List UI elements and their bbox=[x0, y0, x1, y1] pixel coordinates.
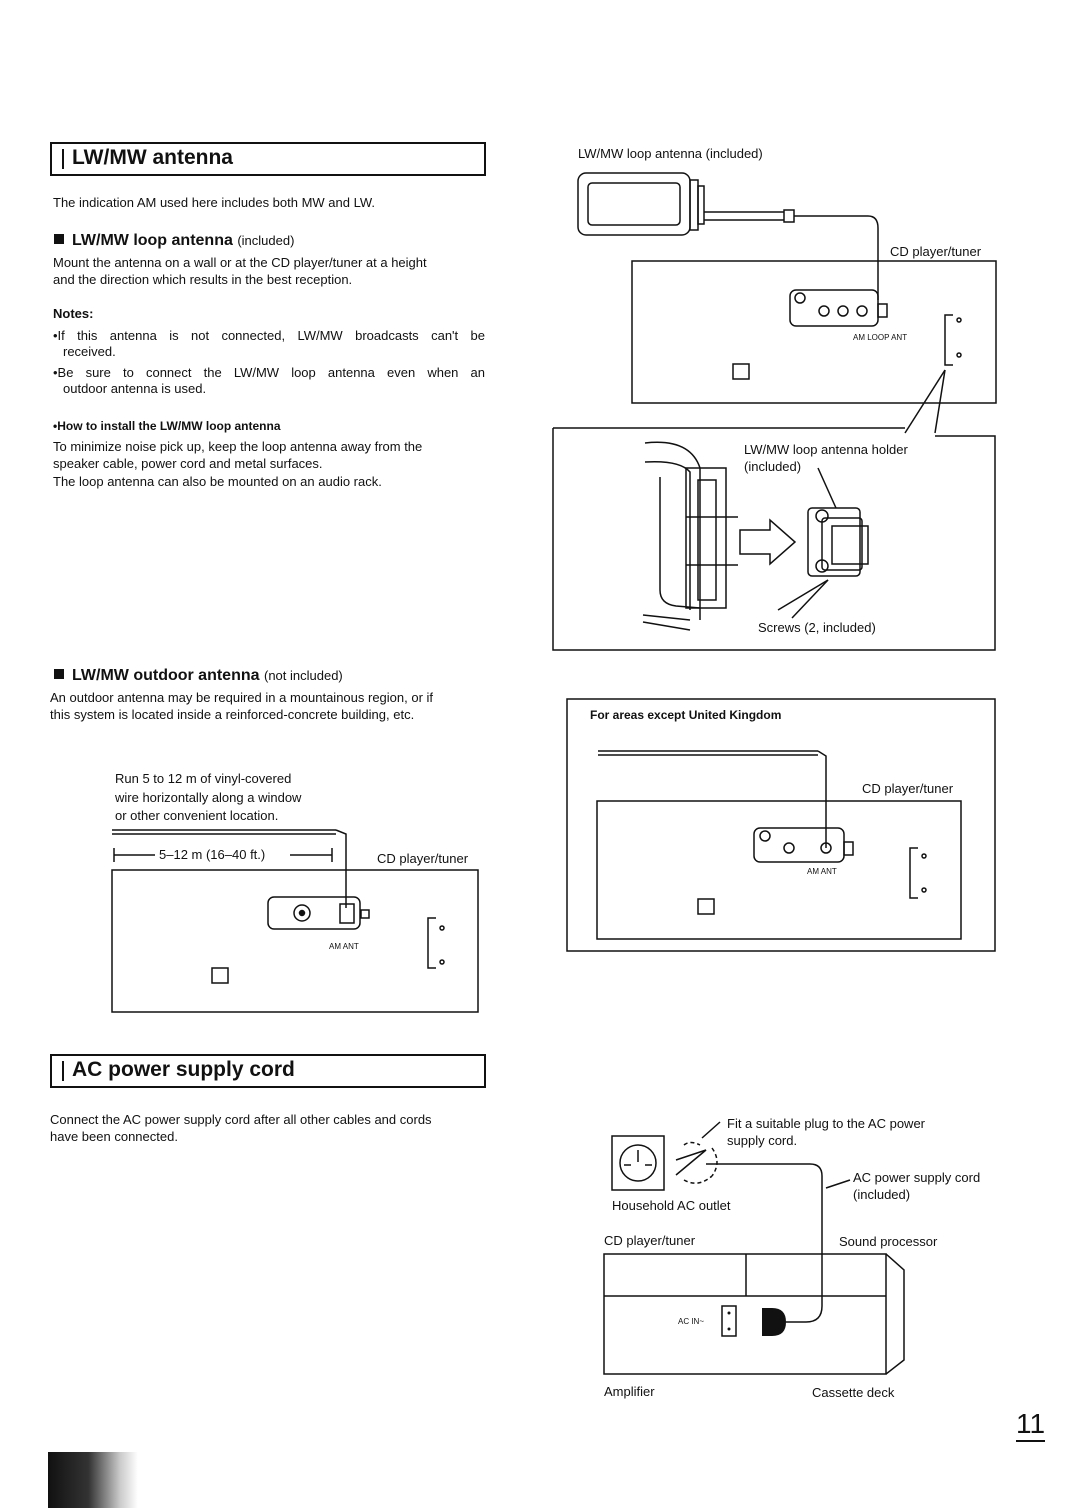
intro-text: The indication AM used here includes bot… bbox=[53, 195, 376, 210]
cord-label-2: (included) bbox=[853, 1187, 911, 1202]
amplifier-label: Amplifier bbox=[604, 1384, 655, 1399]
length-label: 5–12 m (16–40 ft.) bbox=[159, 847, 266, 862]
except-uk-port: AM ANT bbox=[807, 867, 837, 876]
install-line2: speaker cable, power cord and metal surf… bbox=[53, 456, 323, 471]
install-line3: The loop antenna can also be mounted on … bbox=[53, 474, 382, 489]
outdoor-text-1: An outdoor antenna may be required in a … bbox=[50, 690, 434, 705]
cord-label-1: AC power supply cord bbox=[853, 1170, 981, 1185]
ac-text-2: have been connected. bbox=[50, 1129, 178, 1144]
outlet-label: Household AC outlet bbox=[612, 1198, 731, 1213]
holder-label-2: (included) bbox=[744, 459, 802, 474]
run-line3: or other convenient location. bbox=[115, 808, 279, 823]
outdoor-port-label: AM ANT bbox=[329, 942, 359, 951]
section-title: LW/MW antenna bbox=[72, 146, 233, 169]
loop-device-label: CD player/tuner bbox=[890, 244, 982, 259]
outdoor-antenna-heading: LW/MW outdoor antenna (not included) bbox=[54, 667, 343, 685]
except-uk-device: CD player/tuner bbox=[862, 781, 954, 796]
square-bullet-icon bbox=[54, 234, 64, 244]
install-title: •How to install the LW/MW loop antenna bbox=[53, 419, 281, 433]
loop-diagram-title: LW/MW loop antenna (included) bbox=[578, 146, 763, 161]
outdoor-device-label: CD player/tuner bbox=[377, 851, 469, 866]
screws-label: Screws (2, included) bbox=[758, 620, 876, 635]
header-bar bbox=[62, 1061, 64, 1081]
loop-port-label: AM LOOP ANT bbox=[853, 333, 908, 342]
scan-smudge bbox=[48, 1452, 138, 1508]
notes-title: Notes: bbox=[53, 306, 94, 321]
plug-label-2: supply cord. bbox=[727, 1133, 798, 1148]
header-bar bbox=[62, 149, 64, 169]
loop-antenna-heading: LW/MW loop antenna (included) bbox=[54, 232, 294, 250]
loop-text-2: and the direction which results in the b… bbox=[53, 272, 353, 287]
ac-text-1: Connect the AC power supply cord after a… bbox=[50, 1112, 432, 1127]
section-header-lw-mw: LW/MW antenna bbox=[50, 142, 486, 176]
plug-label-1: Fit a suitable plug to the AC power bbox=[727, 1116, 926, 1131]
except-uk-title: For areas except United Kingdom bbox=[590, 708, 782, 722]
cassette-label: Cassette deck bbox=[812, 1385, 895, 1400]
outdoor-text-2: this system is located inside a reinforc… bbox=[50, 707, 415, 722]
holder-label-1: LW/MW loop antenna holder bbox=[744, 442, 908, 457]
square-bullet-icon bbox=[54, 669, 64, 679]
section-header-ac-power: AC power supply cord bbox=[50, 1054, 486, 1088]
section-title-ac: AC power supply cord bbox=[72, 1058, 295, 1081]
note1-line1: •If this antenna is not connected, LW/MW… bbox=[53, 328, 485, 343]
note2-line1: •Be sure to connect the LW/MW loop anten… bbox=[53, 365, 485, 380]
install-line1: To minimize noise pick up, keep the loop… bbox=[53, 439, 423, 454]
sound-processor-label: Sound processor bbox=[839, 1234, 938, 1249]
note2-line2: outdoor antenna is used. bbox=[63, 381, 207, 396]
loop-text-1: Mount the antenna on a wall or at the CD… bbox=[53, 255, 427, 270]
page-number: 11 bbox=[1016, 1408, 1046, 1442]
cd-player-label: CD player/tuner bbox=[604, 1233, 696, 1248]
run-line1: Run 5 to 12 m of vinyl-covered bbox=[115, 771, 292, 786]
note1-line2: received. bbox=[63, 344, 116, 359]
run-line2: wire horizontally along a window bbox=[115, 790, 302, 805]
ac-in-label: AC IN~ bbox=[678, 1317, 705, 1326]
